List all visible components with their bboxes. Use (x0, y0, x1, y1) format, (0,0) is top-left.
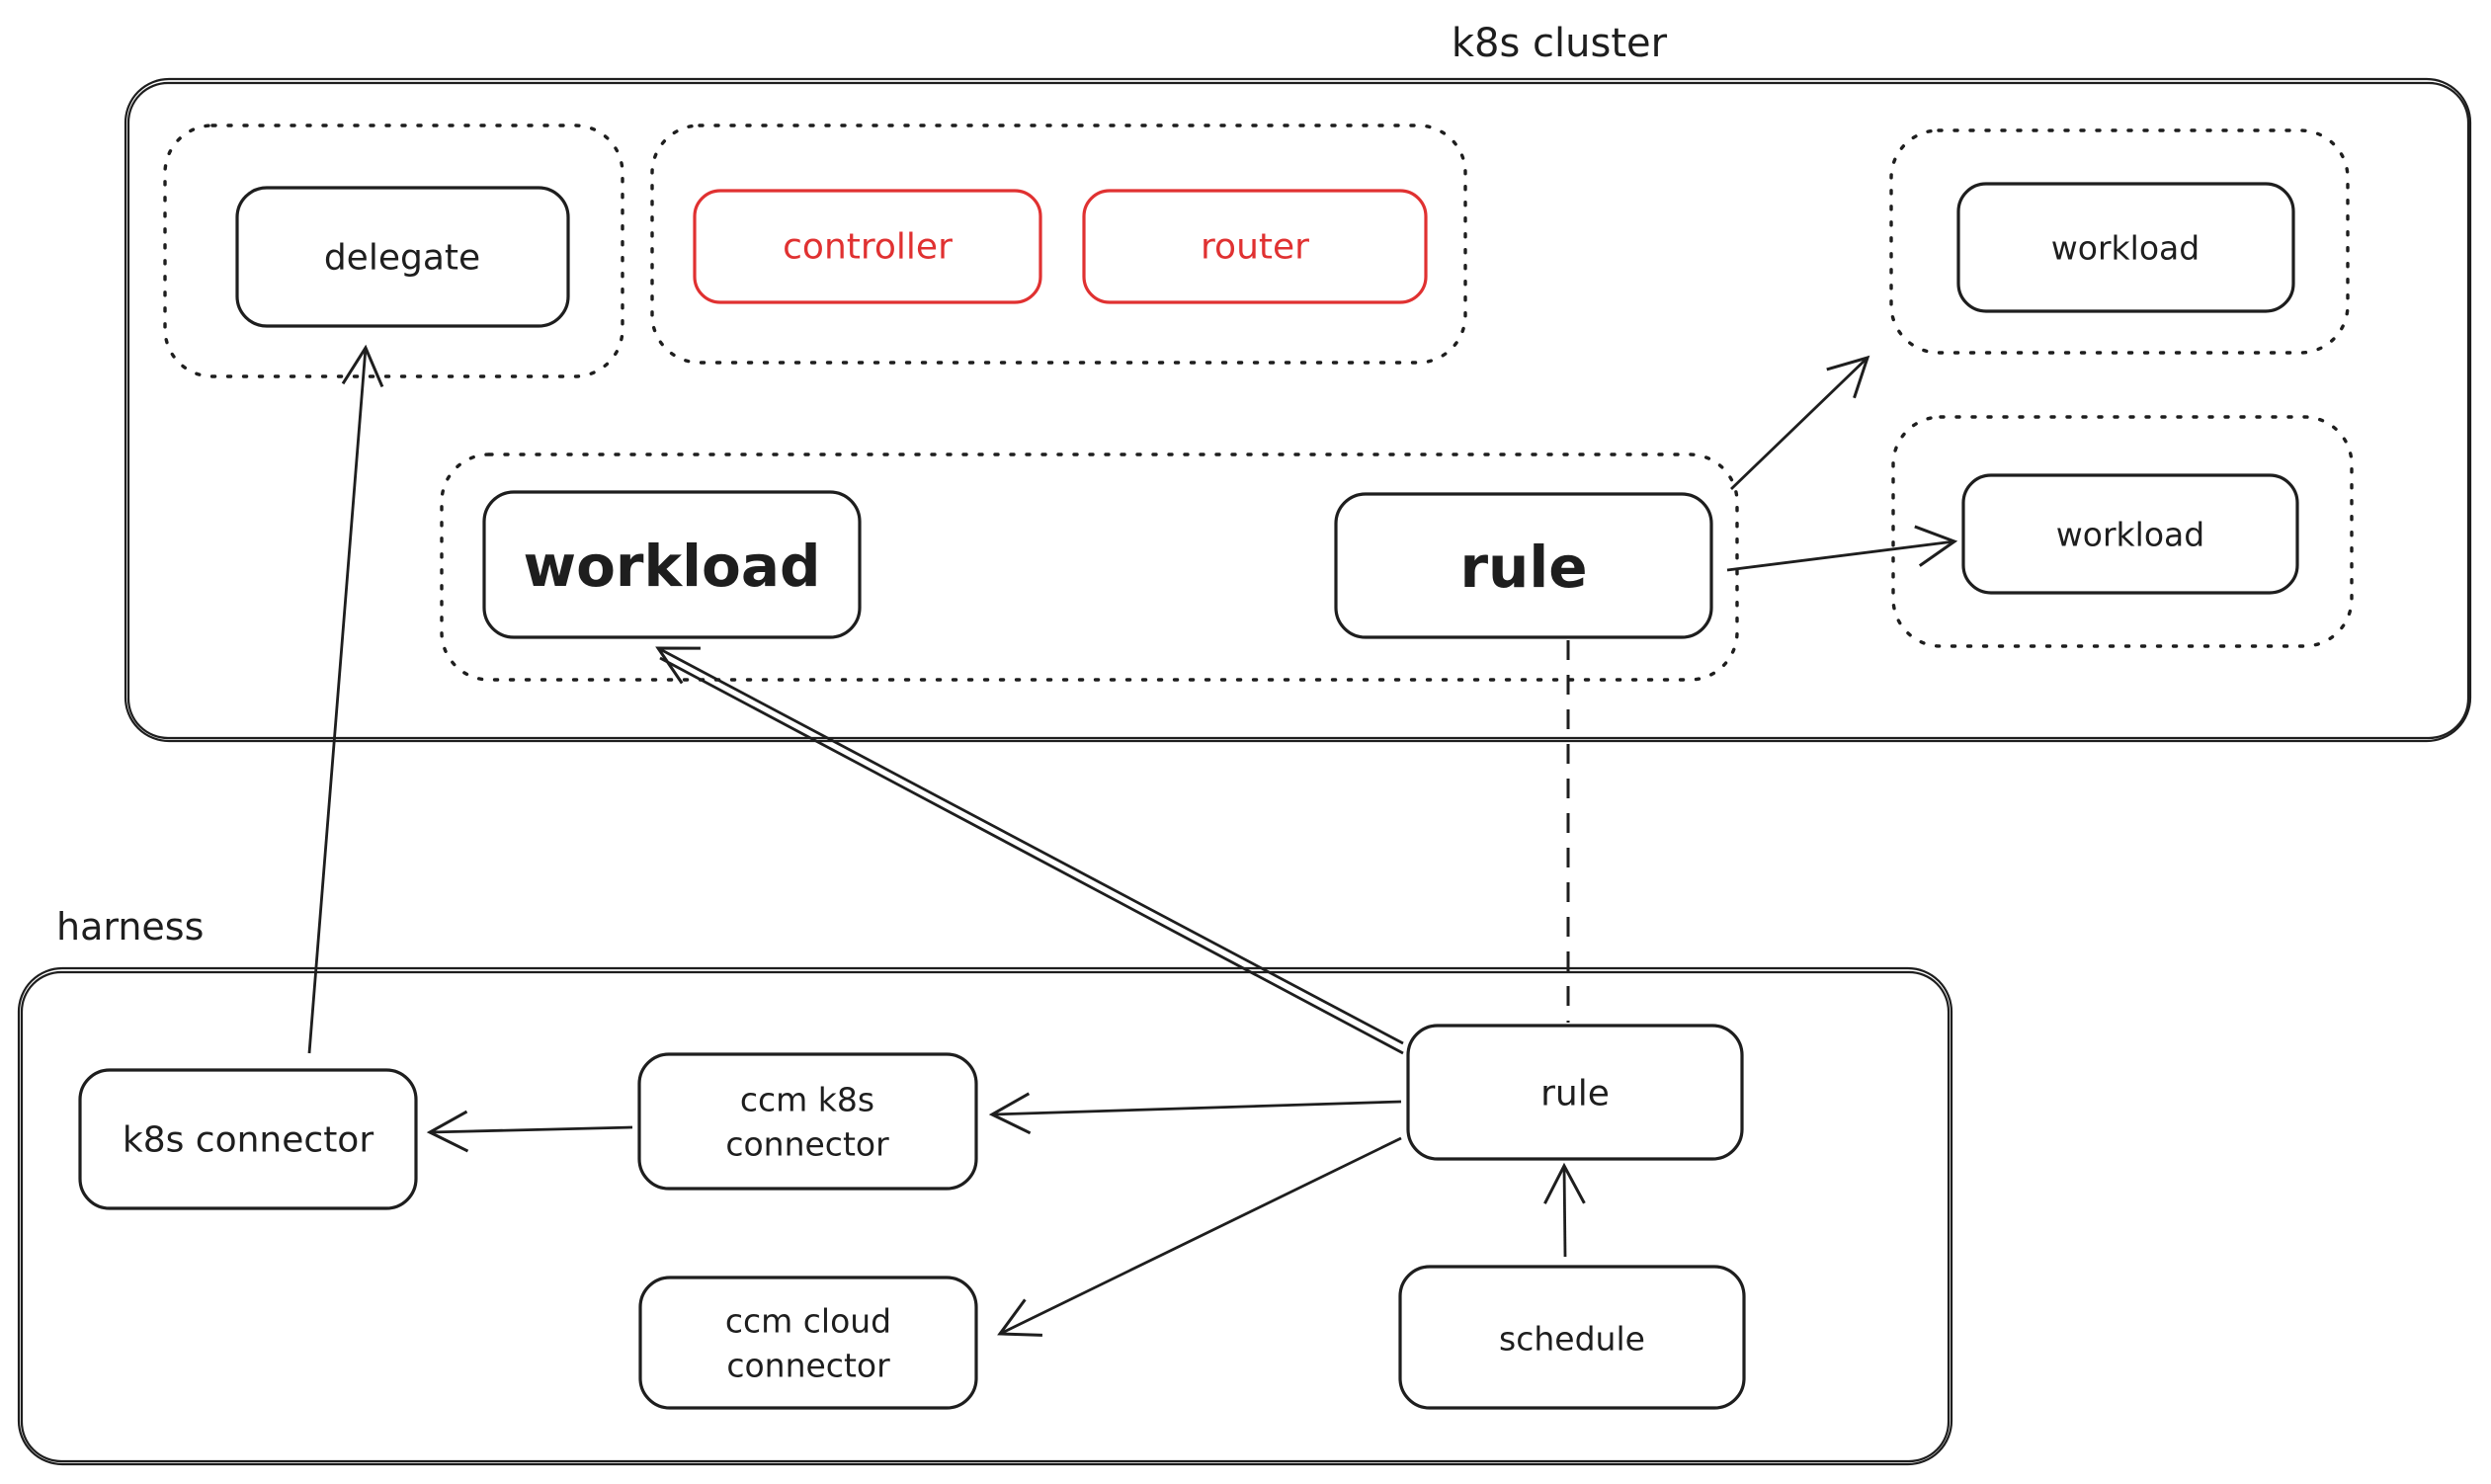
arrow-ccm-k8s-connector-to-k8s-connector[interactable] (426, 1110, 633, 1153)
node-controller[interactable]: controller (693, 189, 1042, 304)
workload-top-right-label: workload (2051, 229, 2200, 268)
arrow-rule-harness-to-ccm-k8s-connector[interactable] (988, 1092, 1402, 1135)
router-label: router (1201, 227, 1309, 268)
workload-main-label: workload (524, 533, 821, 600)
node-workload-mid-right[interactable]: workload (1961, 473, 2299, 595)
ccm-k8s-connector-label-line2: connector (725, 1125, 889, 1164)
node-router[interactable]: router (1082, 189, 1428, 304)
node-rule-cluster[interactable]: rule (1334, 492, 1713, 639)
schedule-label: schedule (1499, 1320, 1645, 1359)
k8s-connector-label: k8s connector (123, 1120, 374, 1161)
ccm-k8s-connector-label-line1: ccm k8s (740, 1081, 874, 1119)
arrow-rule-harness-to-workload-main[interactable] (655, 646, 1404, 1055)
node-rule-harness[interactable]: rule (1406, 1024, 1744, 1161)
arrow-rule-to-workload-mid-right[interactable] (1726, 525, 1958, 572)
delegate-label: delegate (324, 238, 480, 279)
k8s-cluster-label: k8s cluster (1452, 21, 1668, 66)
workload-mid-right-label: workload (2056, 516, 2204, 554)
node-schedule[interactable]: schedule (1398, 1265, 1746, 1410)
rule-cluster-label: rule (1459, 534, 1587, 601)
workload-top-right-group-box[interactable] (1889, 128, 2350, 355)
arrow-schedule-to-rule-harness[interactable] (1543, 1162, 1586, 1258)
harness-label: harness (56, 905, 204, 948)
node-delegate[interactable]: delegate (235, 186, 570, 328)
node-workload-top-right[interactable]: workload (1956, 182, 2295, 313)
node-workload-main[interactable]: workload (482, 490, 862, 639)
arrow-k8s-connector-to-delegate[interactable] (307, 344, 384, 1054)
arrow-rule-harness-to-ccm-cloud-connector[interactable] (997, 1136, 1402, 1337)
arrow-rule-to-workload-top-right[interactable] (1730, 355, 1870, 491)
node-k8s-connector[interactable]: k8s connector (78, 1068, 418, 1210)
rule-harness-label: rule (1540, 1074, 1610, 1114)
harness-container[interactable] (17, 966, 1953, 1466)
k8s-cluster-container[interactable] (124, 77, 2472, 743)
node-ccm-k8s-connector[interactable]: ccm k8s connector (637, 1052, 978, 1191)
controller-label: controller (783, 227, 953, 268)
ccm-cloud-connector-label-line2: connector (726, 1347, 890, 1385)
workload-rule-group-box[interactable] (440, 453, 1739, 682)
workload-mid-right-group-box[interactable] (1891, 415, 2354, 648)
node-ccm-cloud-connector[interactable]: ccm cloud connector (638, 1276, 978, 1410)
ccm-cloud-connector-label-line1: ccm cloud (725, 1302, 891, 1341)
